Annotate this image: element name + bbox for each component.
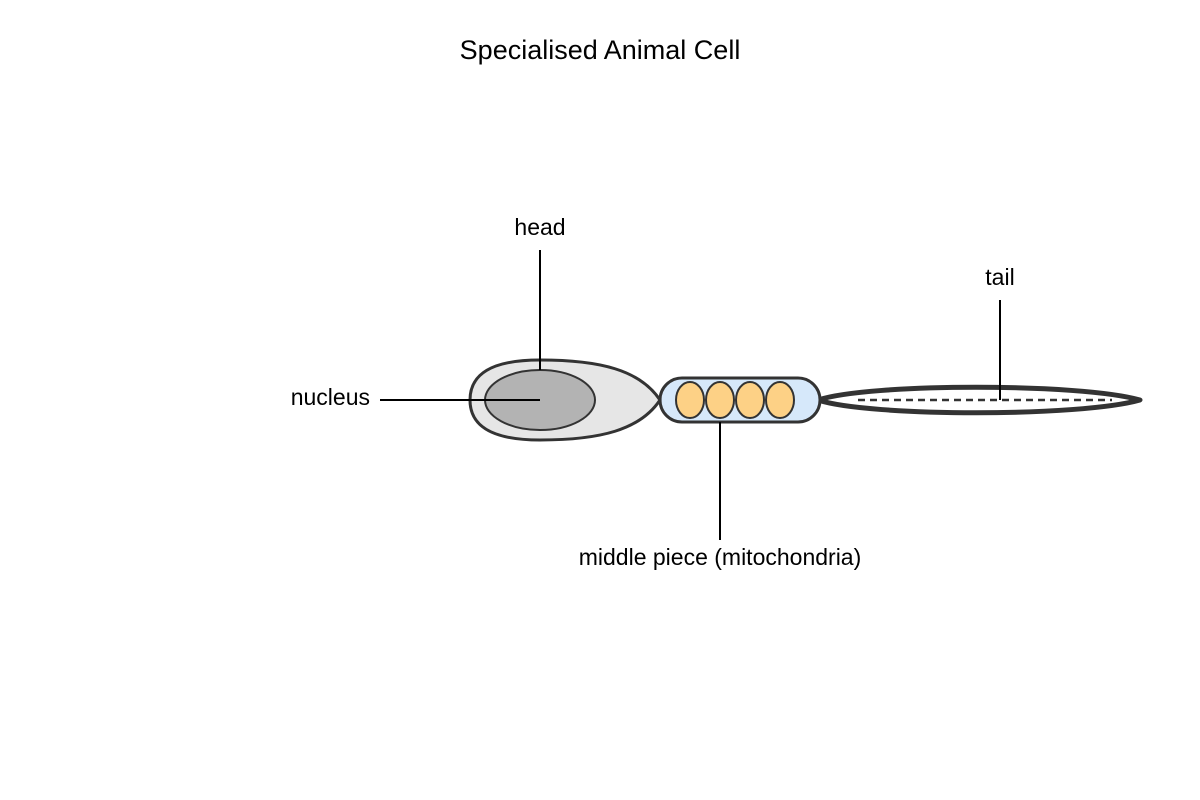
head — [468, 358, 662, 442]
mitochondrion — [765, 381, 795, 419]
mitochondrion — [735, 381, 765, 419]
middle-piece — [658, 376, 822, 424]
tail-label: tail — [985, 264, 1014, 290]
diagram-title: Specialised Animal Cell — [460, 35, 741, 65]
tail — [815, 384, 1143, 416]
mitochondria-group — [675, 381, 795, 419]
middle-piece-label: middle piece (mitochondria) — [579, 544, 862, 570]
mitochondrion — [705, 381, 735, 419]
head-label: head — [514, 214, 565, 240]
mitochondrion — [675, 381, 705, 419]
nucleus-label: nucleus — [291, 384, 370, 410]
